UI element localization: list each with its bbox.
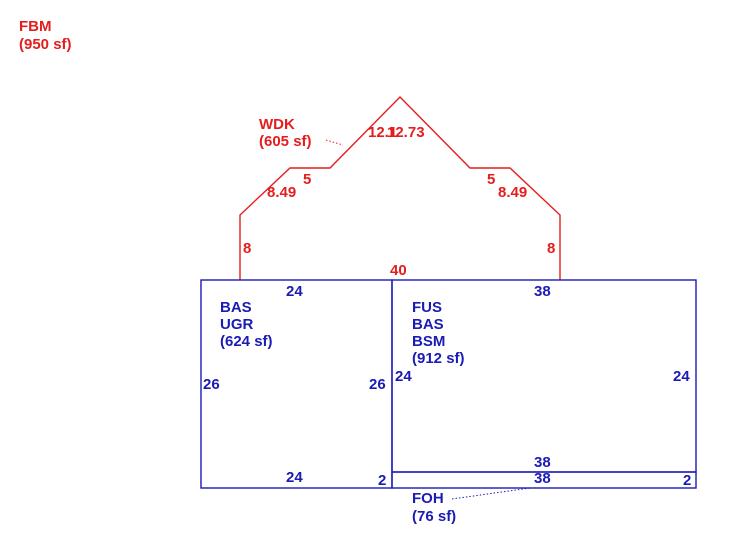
- right-code-3: BSM: [412, 333, 445, 350]
- dim-slope-right: 8.49: [498, 184, 527, 201]
- foh-area-label: FOH (76 sf): [412, 490, 456, 525]
- dim-roof-right: 12.73: [387, 124, 425, 141]
- dim-right-bottom: 38: [534, 454, 551, 471]
- dim-foh-top: 38: [534, 470, 551, 487]
- left-block-area-label: BAS UGR (624 sf): [220, 299, 273, 350]
- dim-left-corner: 2: [378, 472, 386, 489]
- wdk-outline: [239, 96, 561, 280]
- fbm-area-label: FBM (950 sf): [19, 18, 72, 53]
- dim-left-inner: 26: [369, 376, 386, 393]
- wdk-area-label: WDK (605 sf): [259, 116, 312, 150]
- left-code-2: UGR: [220, 316, 254, 333]
- dim-foh-right: 2: [683, 472, 691, 489]
- dim-slope-left: 8.49: [267, 184, 296, 201]
- wdk-leader-line: [325, 139, 344, 146]
- left-size: (624 sf): [220, 333, 273, 350]
- foh-leader-line: [451, 487, 531, 500]
- dim-roof-left: 12.1: [368, 124, 397, 141]
- dim-right-left: 24: [395, 368, 412, 385]
- fbm-size: (950 sf): [19, 36, 72, 53]
- left-code-1: BAS: [220, 299, 252, 316]
- dim-left-side: 26: [203, 376, 220, 393]
- foh-code: FOH: [412, 490, 444, 507]
- fbm-code: FBM: [19, 18, 52, 35]
- foh-size: (76 sf): [412, 508, 456, 525]
- dim-right-side: 24: [673, 368, 690, 385]
- wdk-code: WDK: [259, 116, 295, 133]
- right-block-area-label: FUS BAS BSM (912 sf): [412, 299, 465, 367]
- dim-deck-base: 40: [390, 262, 407, 279]
- dim-step-left: 5: [303, 171, 311, 188]
- dim-left-top: 24: [286, 283, 303, 300]
- right-code-2: BAS: [412, 316, 444, 333]
- wdk-size: (605 sf): [259, 133, 312, 150]
- dim-wall-right: 8: [547, 240, 555, 257]
- foh-outline: [391, 471, 697, 489]
- dim-wall-left: 8: [243, 240, 251, 257]
- right-size: (912 sf): [412, 350, 465, 367]
- dim-right-top: 38: [534, 283, 551, 300]
- dim-left-bottom: 24: [286, 469, 303, 486]
- dim-step-right: 5: [487, 171, 495, 188]
- right-code-1: FUS: [412, 299, 442, 316]
